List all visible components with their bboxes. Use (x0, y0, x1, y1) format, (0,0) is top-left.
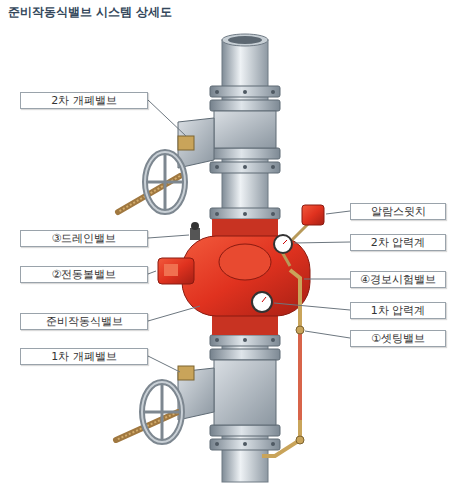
callout-box: ③드레인밸브 (20, 230, 148, 247)
callout-label: ④경보시험밸브 (360, 273, 436, 286)
callout-box: 알람스윗치 (350, 203, 446, 220)
callout-label: 1차 압력계 (371, 304, 426, 317)
callout-box: 1차 압력계 (350, 302, 446, 319)
callout-label: 알람스윗치 (371, 205, 426, 218)
callout-label: 2차 압력계 (371, 236, 426, 249)
diagram-title: 준비작동식밸브 시스템 상세도 (8, 4, 172, 21)
callout-label: 1차 개폐밸브 (51, 350, 117, 363)
callout-box: ④경보시험밸브 (350, 271, 446, 288)
callout-box: 1차 개폐밸브 (20, 348, 148, 365)
callout-box: ①셋팅밸브 (350, 330, 446, 347)
callout-label: ①셋팅밸브 (371, 332, 425, 345)
callout-label: 2차 개폐밸브 (51, 94, 117, 107)
callout-box: ②전동볼밸브 (20, 266, 148, 283)
callout-box: 2차 개폐밸브 (20, 92, 148, 109)
callout-label: ③드레인밸브 (52, 232, 117, 245)
callout-label: 준비작동식밸브 (46, 315, 123, 328)
callout-label: ②전동볼밸브 (52, 268, 117, 281)
callout-box: 2차 압력계 (350, 234, 446, 251)
callout-box: 준비작동식밸브 (20, 313, 148, 330)
